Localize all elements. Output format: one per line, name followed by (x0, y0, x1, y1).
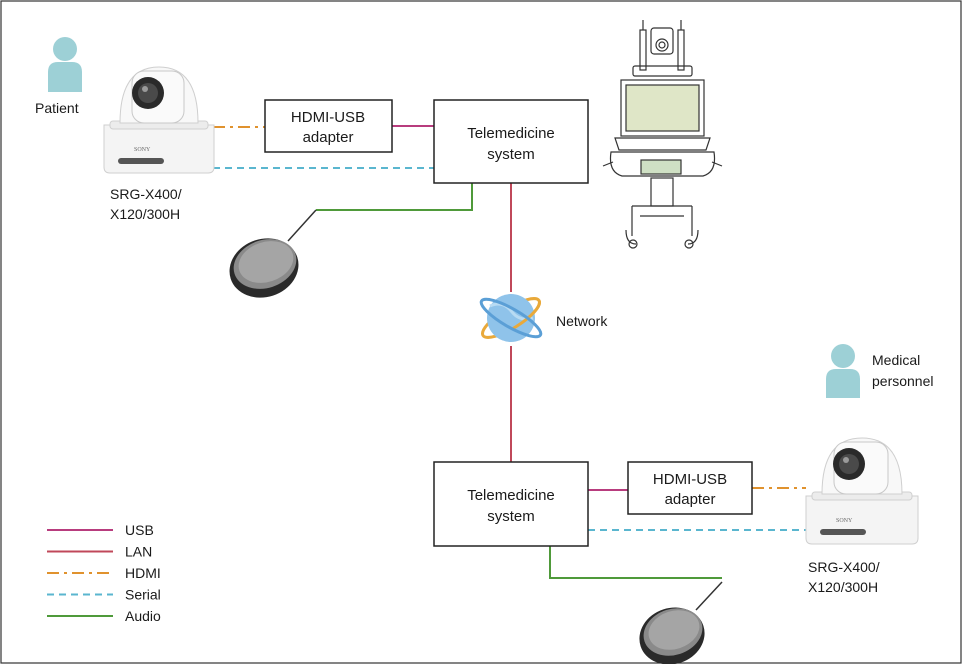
medical-personnel-label-line1: Medical (872, 352, 920, 368)
patient-person-icon (48, 37, 82, 92)
top-adapter-label-line2: adapter (303, 129, 354, 146)
network-globe-icon (479, 294, 543, 342)
top-audio-line (316, 183, 473, 211)
medical-personnel-label-line2: personnel (872, 373, 934, 389)
top-speakerphone-icon (229, 238, 299, 298)
medical-personnel-person-icon (826, 344, 860, 398)
connections (213, 125, 806, 611)
bottom-ptz-camera-icon: SONY (805, 437, 919, 545)
legend-label-hdmi: HDMI (125, 565, 161, 581)
bottom-speaker-cord (695, 581, 723, 611)
bottom-adapter-label-line1: HDMI-USB (653, 471, 727, 488)
bottom-adapter-box (627, 461, 753, 515)
medical-cart-icon (602, 20, 723, 249)
bottom-adapter-label-line2: adapter (665, 491, 716, 508)
top-adapter-label-line1: HDMI-USB (291, 109, 365, 126)
top-speaker-cord (287, 209, 317, 242)
bottom-camera-model-line2: X120/300H (808, 579, 878, 595)
bottom-camera-model-line1: SRG-X400/ (808, 559, 880, 575)
top-camera-model-line1: SRG-X400/ (110, 186, 182, 202)
bottom-audio-line (549, 546, 722, 579)
bottom-system-label-line2: system (487, 508, 535, 525)
top-system-label-line2: system (487, 146, 535, 163)
top-camera-model-line2: X120/300H (110, 206, 180, 222)
top-adapter-box (264, 99, 393, 153)
legend-label-audio: Audio (125, 608, 161, 624)
legend-label-usb: USB (125, 522, 154, 538)
top-camera-brand: SONY (134, 147, 151, 153)
bottom-speakerphone-icon (639, 607, 705, 664)
legend-label-serial: Serial (125, 587, 161, 603)
top-ptz-camera-icon: SONY (103, 66, 215, 174)
top-system-label-line1: Telemedicine (467, 125, 555, 142)
network-label: Network (556, 313, 608, 329)
patient-label: Patient (35, 100, 79, 116)
legend-label-lan: LAN (125, 544, 152, 560)
bottom-system-label-line1: Telemedicine (467, 487, 555, 504)
bottom-telemedicine-system-box (433, 461, 589, 547)
top-telemedicine-system-box (433, 99, 589, 184)
bottom-camera-brand: SONY (836, 518, 853, 524)
